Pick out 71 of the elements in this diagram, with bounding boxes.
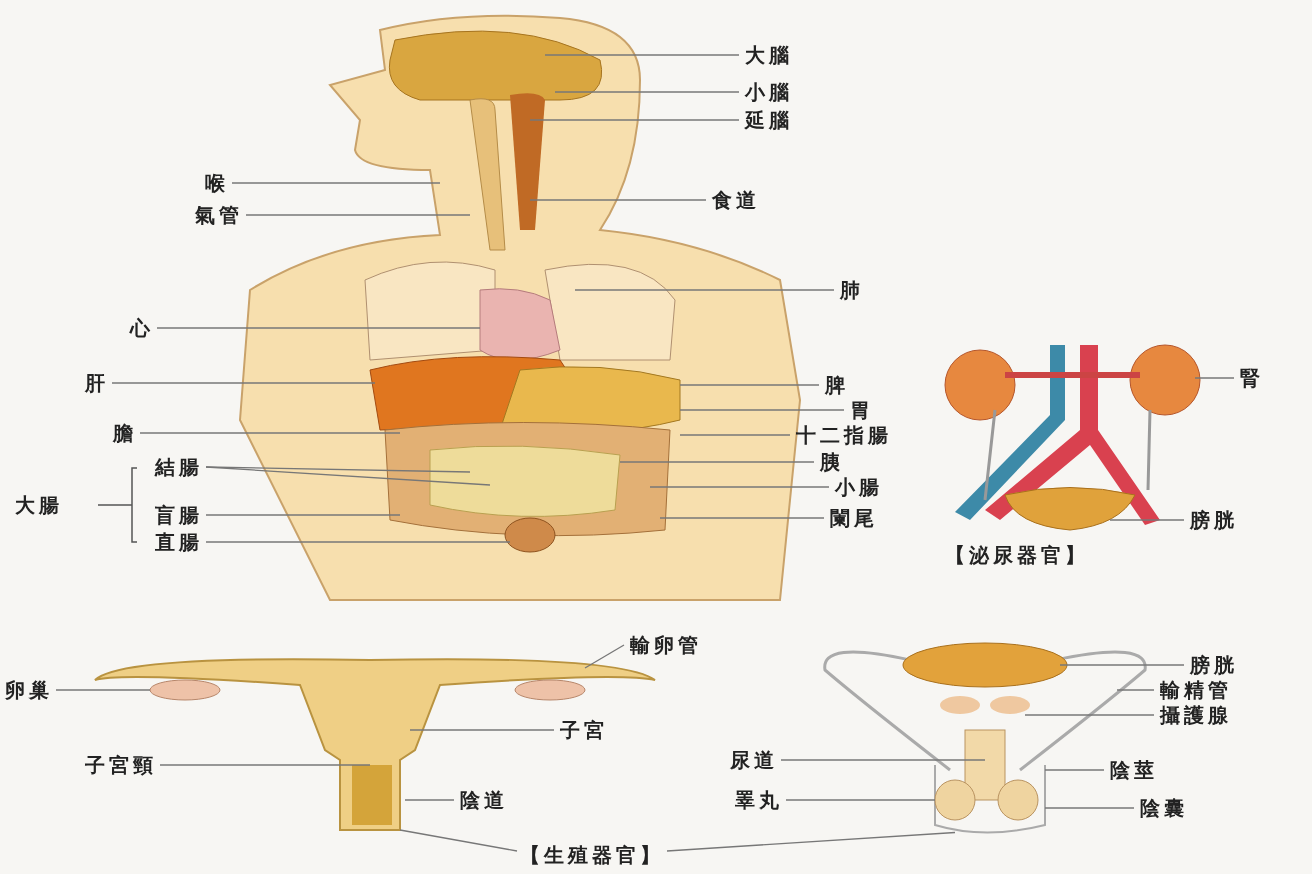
leader-line bbox=[619, 461, 815, 463]
part-label: 肝 bbox=[85, 371, 109, 395]
part-label: 食道 bbox=[712, 188, 760, 212]
part-label: 胃 bbox=[850, 398, 874, 422]
part-label: 卵巢 bbox=[5, 678, 53, 702]
part-label: 氣管 bbox=[195, 203, 243, 227]
leader-line bbox=[245, 214, 471, 216]
part-label: 輸卵管 bbox=[630, 633, 702, 657]
leader-line bbox=[529, 119, 740, 121]
part-label: 子宮頸 bbox=[85, 753, 157, 777]
leader-line bbox=[1024, 714, 1155, 716]
leader-line bbox=[574, 289, 835, 291]
part-label: 膀胱 bbox=[1190, 508, 1238, 532]
part-label: 膽 bbox=[113, 421, 137, 445]
part-label: 陰囊 bbox=[1140, 796, 1188, 820]
leader-line bbox=[409, 729, 555, 731]
leader-line bbox=[1044, 769, 1105, 771]
part-label: 子宮 bbox=[560, 718, 608, 742]
leader-line bbox=[404, 799, 455, 801]
leader-line bbox=[649, 486, 830, 488]
leader-line bbox=[205, 541, 511, 543]
leader-line bbox=[111, 382, 376, 384]
part-label: 陰莖 bbox=[1110, 758, 1158, 782]
leader-line bbox=[529, 199, 707, 201]
part-label: 小腦 bbox=[745, 80, 793, 104]
part-label: 肺 bbox=[840, 278, 864, 302]
leader-line bbox=[666, 831, 956, 852]
leader-line bbox=[399, 829, 518, 852]
leader-line bbox=[159, 764, 371, 766]
leader-line bbox=[1059, 664, 1185, 666]
part-label: 闌尾 bbox=[830, 506, 878, 530]
part-label: 心 bbox=[130, 316, 154, 340]
leader-line bbox=[205, 466, 471, 473]
leader-line bbox=[1116, 689, 1155, 691]
leader-line bbox=[156, 327, 481, 329]
part-label: 喉 bbox=[205, 171, 229, 195]
leader-line bbox=[544, 54, 740, 56]
section-title: 【泌尿器官】 bbox=[945, 543, 1089, 567]
leader-line bbox=[584, 644, 625, 669]
group-label: 大腸 bbox=[15, 493, 63, 517]
part-label: 胰 bbox=[820, 450, 844, 474]
part-label: 腎 bbox=[1240, 366, 1264, 390]
leader-line bbox=[231, 182, 441, 184]
part-label: 盲腸 bbox=[155, 503, 203, 527]
part-label: 攝護腺 bbox=[1160, 703, 1232, 727]
leader-line bbox=[205, 466, 491, 486]
leader-line bbox=[679, 409, 845, 411]
leader-line bbox=[1194, 377, 1235, 379]
leader-line bbox=[55, 689, 151, 691]
leader-line bbox=[139, 432, 401, 434]
leader-line bbox=[205, 514, 401, 516]
part-label: 尿道 bbox=[730, 748, 778, 772]
leader-line bbox=[785, 799, 936, 801]
part-label: 陰道 bbox=[460, 788, 508, 812]
leader-line bbox=[780, 759, 986, 761]
part-label: 結腸 bbox=[155, 455, 203, 479]
part-label: 大腦 bbox=[745, 43, 793, 67]
part-label: 輸精管 bbox=[1160, 678, 1232, 702]
leader-line bbox=[659, 517, 825, 519]
part-label: 脾 bbox=[825, 373, 849, 397]
part-label: 延腦 bbox=[745, 108, 793, 132]
leader-line bbox=[679, 434, 791, 436]
leader-line bbox=[679, 384, 820, 386]
part-label: 小腸 bbox=[835, 475, 883, 499]
part-label: 睪丸 bbox=[735, 788, 783, 812]
leader-line bbox=[554, 91, 740, 93]
part-label: 直腸 bbox=[155, 530, 203, 554]
part-label: 【生殖器官】 bbox=[520, 843, 664, 867]
part-label: 膀胱 bbox=[1190, 653, 1238, 677]
leader-line bbox=[1109, 519, 1185, 521]
leader-line bbox=[1044, 807, 1135, 809]
